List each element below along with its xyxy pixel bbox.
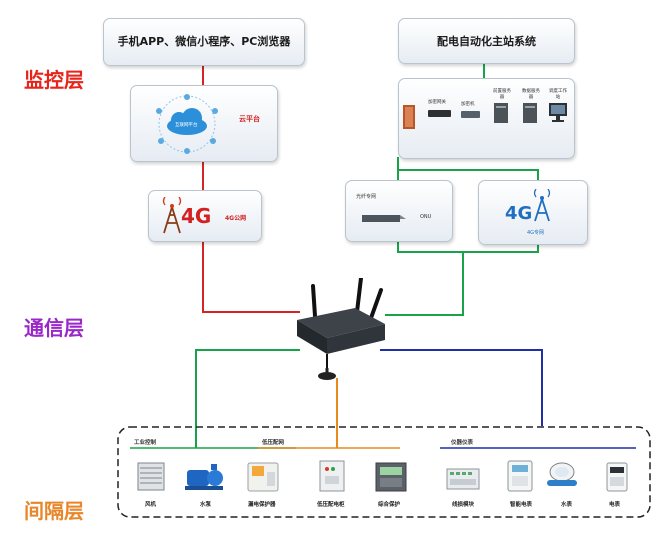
master-device-label: 前置服务器 [493, 89, 511, 100]
gateway-icon [428, 110, 451, 117]
master-system-title: 配电自动化主站系统 [437, 35, 536, 48]
client-access-title: 手机APP、微信小程序、PC浏览器 [117, 35, 291, 48]
bay-device-label: 低压配电柜 [317, 502, 345, 508]
cloud-inner-text: 互联网平台 [175, 123, 198, 128]
lte-public-box: 4G 4G公网 [148, 190, 262, 242]
monitor-layer-label: 监控层 [24, 68, 84, 92]
master-device-label: 调度工作站 [549, 89, 567, 100]
group-title-instruments: 仪器仪表 [451, 440, 474, 446]
bay-device-label: 漏电保护器 [248, 502, 276, 508]
lte-private-label: 4G专网 [527, 230, 545, 236]
group-title-lowvoltage: 低压配网 [262, 440, 285, 446]
group-title-industrial: 工业控制 [134, 440, 157, 446]
lte-private-box: 4G 4G专网 [478, 180, 588, 245]
4g-router-icon [297, 278, 385, 380]
electric-meter-icon [606, 462, 628, 492]
bay-device-label: 线损模块 [452, 502, 475, 508]
client-access-box: 手机APP、微信小程序、PC浏览器 [103, 18, 305, 66]
master-system-box: 配电自动化主站系统 [398, 18, 575, 64]
antenna-tower-icon [533, 189, 551, 222]
server-icon [494, 103, 508, 123]
encryptor-icon [461, 111, 480, 118]
pump-icon [185, 464, 223, 490]
breaker-icon [247, 462, 279, 492]
bay-layer-label: 间隔层 [24, 499, 84, 523]
lte-public-label: 4G公网 [225, 215, 247, 222]
master-devices-box: 加密网关 加密机 前置服务器 数据服务器 调度工作站 [398, 78, 575, 159]
relay-icon [375, 462, 407, 492]
cloud-platform-label: 云平台 [239, 115, 260, 123]
fiber-network-box: 光纤专网 ONU [345, 180, 453, 242]
antenna-tower-icon [162, 197, 182, 234]
onu-label: ONU [420, 214, 432, 220]
bay-device-label: 电表 [609, 502, 621, 508]
workstation-icon [549, 103, 567, 122]
bay-device-label: 综合保护 [378, 502, 401, 508]
fiber-network-title: 光纤专网 [356, 194, 377, 200]
module-icon [446, 468, 480, 490]
firewall-icon [403, 105, 415, 129]
lte-private-logo: 4G [505, 203, 533, 224]
master-device-label: 数据服务器 [522, 89, 540, 100]
cloud-platform-box: 互联网平台 云平台 [130, 85, 278, 162]
master-device-label: 加密网关 [428, 100, 446, 105]
bay-device-label: 水泵 [200, 502, 212, 508]
server-icon [523, 103, 537, 123]
bay-device-label: 水表 [561, 502, 573, 508]
master-device-label: 加密机 [461, 102, 475, 107]
cloud-icon [156, 94, 218, 154]
comm-layer-label: 通信层 [24, 316, 84, 340]
meter-icon [507, 460, 533, 492]
bay-device-label: 智能电表 [510, 502, 533, 508]
fan-icon [137, 462, 165, 491]
cabinet-icon [319, 460, 345, 492]
water-meter-icon [547, 462, 577, 486]
bay-device-label: 风机 [145, 502, 157, 508]
lte-public-logo: 4G [181, 204, 212, 228]
onu-device-icon [362, 215, 406, 222]
